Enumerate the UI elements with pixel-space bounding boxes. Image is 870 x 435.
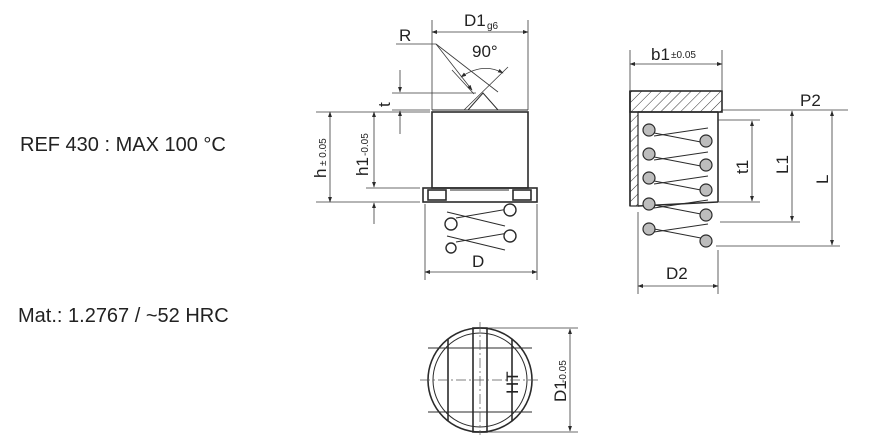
- label-d: D: [472, 252, 484, 271]
- section-view: [629, 50, 848, 294]
- reference-note: REF 430 : MAX 100 °C: [20, 134, 226, 156]
- label-d1-end: D1: [551, 380, 570, 402]
- side-spring: [444, 203, 517, 254]
- label-h: h: [311, 169, 330, 178]
- side-view: [316, 20, 538, 280]
- end-view: [420, 322, 578, 435]
- material-note: Mat.: 1.2767 / ~52 HRC: [18, 305, 229, 327]
- label-h1-tol: -0.05: [360, 133, 371, 156]
- label-h-tol: ± 0.05: [318, 138, 329, 166]
- collar: [422, 187, 538, 203]
- label-r: R: [399, 26, 411, 45]
- label-b1: b1: [651, 45, 670, 64]
- dimension-labels: D1 g6 R 90° t h ± 0.05 h1 -0.05 D b1 ±0.…: [311, 11, 832, 402]
- label-d1-tol: g6: [487, 21, 499, 32]
- v-notch: [450, 92, 512, 111]
- hatched-cap: [629, 90, 723, 113]
- section-spring: [642, 123, 713, 248]
- insert-body: [431, 111, 529, 189]
- label-b1-tol: ±0.05: [671, 50, 696, 61]
- label-p2: P2: [800, 91, 821, 110]
- label-t: t: [375, 102, 394, 107]
- label-h1: h1: [353, 157, 372, 176]
- label-ht: HT: [503, 371, 522, 394]
- label-d1: D1: [464, 11, 486, 30]
- label-l1: L1: [773, 155, 792, 174]
- label-d1-end-tol: -0.05: [558, 360, 569, 383]
- label-angle: 90°: [472, 42, 498, 61]
- label-t1: t1: [733, 160, 752, 174]
- label-l: L: [813, 175, 832, 184]
- label-d2: D2: [666, 264, 688, 283]
